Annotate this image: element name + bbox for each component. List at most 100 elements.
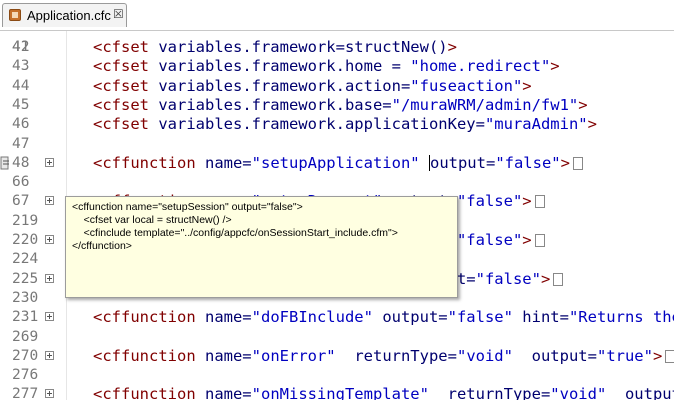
collapsed-block-icon[interactable]	[572, 156, 583, 170]
code-line[interactable]: 45 <cfset variables.framework.base="/mura…	[0, 96, 674, 115]
code-token: >	[652, 346, 663, 365]
code-line[interactable]: 46 <cfset variables.framework.application…	[0, 115, 674, 134]
code-line[interactable]: 66	[0, 173, 674, 192]
code-token: "doFBInclude"	[251, 308, 373, 327]
code-token: name=	[204, 385, 252, 400]
code-token: output=	[512, 346, 597, 365]
collapsed-block-icon[interactable]	[665, 349, 674, 363]
code-token: "onMissingTemplate"	[251, 385, 429, 400]
code-token: "onError"	[251, 346, 336, 365]
code-token: "false"	[447, 308, 513, 327]
code-line[interactable]: 230	[0, 289, 674, 308]
code-token: returnType=	[428, 385, 551, 400]
code-line[interactable]: 42<cfset variables.framework=structNew()…	[0, 38, 674, 57]
code-token: "home.redirect"	[410, 57, 551, 76]
code-token: "false"	[475, 269, 541, 288]
code-token: >	[578, 95, 588, 114]
code-text: <cffunction name="setupApplication" outp…	[93, 154, 583, 173]
code-token: name=	[204, 153, 252, 172]
code-token: "false"	[456, 231, 523, 249]
code-line[interactable]: 270 <cffunction name="onError" returnType…	[0, 347, 674, 366]
tooltip-line: <cffunction name="setupSession" output="…	[72, 201, 303, 213]
tab-application-cfc[interactable]: Application.cfc ☒	[2, 3, 127, 27]
code-line[interactable]: 231 <cffunction name="doFBInclude" output…	[0, 308, 674, 327]
code-token: "Returns the l	[568, 308, 674, 327]
line-number: 270	[12, 347, 39, 364]
code-token: output=	[429, 153, 496, 172]
line-number: 46	[12, 116, 30, 133]
code-token: "setupApplication"	[251, 153, 420, 172]
code-token: <cfset	[93, 76, 159, 95]
code-token: "false"	[495, 153, 561, 172]
code-token: >	[560, 153, 570, 172]
code-line[interactable]: 219	[0, 212, 674, 231]
line-number: 48	[12, 154, 30, 171]
fold-expand-icon[interactable]	[45, 157, 54, 167]
fold-expand-icon[interactable]	[45, 235, 54, 244]
code-token: variables.framework.home =	[158, 57, 411, 76]
tooltip-line: </cffunction>	[72, 240, 132, 252]
code-text: <cfset variables.framework.action="fusea…	[93, 77, 532, 96]
code-token: output=	[624, 385, 674, 400]
line-number: 230	[12, 289, 39, 306]
fold-expand-icon[interactable]	[45, 312, 54, 322]
partial-line: 41	[0, 31, 674, 55]
code-token: <cfset	[93, 57, 159, 76]
code-line[interactable]: 269	[0, 328, 674, 347]
line-number: 231	[12, 309, 39, 326]
tooltip-line: <cfset var local = structNew() />	[72, 214, 232, 226]
code-token: "fuseaction"	[410, 76, 523, 95]
code-text: <cffunction name="doFBInclude" output="f…	[93, 308, 674, 327]
close-icon[interactable]: ☒	[113, 7, 124, 21]
line-number: 276	[12, 367, 39, 384]
code-token: "false"	[456, 192, 523, 211]
code-text: <cfset variables.framework.applicationKe…	[93, 115, 597, 134]
code-token: >	[587, 115, 597, 134]
line-number: 269	[12, 328, 39, 345]
line-number: 44	[12, 77, 30, 94]
code-token: variables.framework.action=	[158, 76, 411, 95]
code-token: "void"	[456, 346, 513, 365]
tab-title: Application.cfc	[27, 8, 111, 23]
code-token: "true"	[596, 346, 653, 365]
line-number: 67	[12, 193, 30, 210]
fold-expand-icon[interactable]	[45, 350, 54, 360]
code-line[interactable]: 43 <cfset variables.framework.home = "hom…	[0, 57, 674, 76]
code-token	[420, 154, 429, 172]
code-line[interactable]: 47	[0, 135, 674, 154]
fold-expand-icon[interactable]	[45, 196, 54, 206]
code-token: <cfset	[93, 38, 159, 56]
current-line-marker-icon	[0, 156, 9, 170]
line-number: 277	[12, 386, 39, 400]
line-number: 43	[12, 58, 30, 75]
code-token: "muraAdmin"	[484, 115, 588, 134]
line-number: 47	[12, 135, 30, 152]
code-line[interactable]: 224	[0, 250, 674, 269]
code-token: <cfset	[93, 115, 159, 134]
line-number: 45	[12, 96, 30, 113]
code-token: <cffunction	[93, 385, 205, 400]
fold-expand-icon[interactable]	[45, 389, 54, 399]
collapsed-block-icon[interactable]	[553, 272, 564, 286]
code-line[interactable]: 277<cffunction name="onMissingTemplate" …	[0, 385, 674, 400]
code-token: hint=	[512, 308, 569, 327]
code-token: returnType=	[335, 346, 457, 365]
fold-expand-icon[interactable]	[45, 273, 54, 283]
code-text: <cfset variables.framework.base="/muraWR…	[93, 96, 588, 115]
collapsed-block-icon[interactable]	[534, 234, 545, 247]
collapsed-block-icon[interactable]	[534, 195, 545, 209]
line-number: 41	[12, 39, 30, 55]
code-text: <cffunction name="onError" returnType="v…	[93, 347, 674, 366]
code-token: name=	[204, 346, 252, 365]
line-number: 66	[12, 174, 30, 191]
code-token: >	[550, 57, 560, 76]
code-token: <cffunction	[93, 346, 205, 365]
code-token: name=	[204, 308, 252, 327]
code-text: <cfset variables.framework=structNew()>	[93, 38, 457, 57]
code-token: >	[447, 38, 457, 56]
code-line[interactable]: 44 <cfset variables.framework.action="fus…	[0, 77, 674, 96]
code-token: output=	[372, 308, 448, 327]
code-line[interactable]: 48 <cffunction name="setupApplication" ou…	[0, 154, 674, 173]
code-line[interactable]: 276	[0, 366, 674, 385]
tooltip-line: <cfinclude template="../config/appcfc/on…	[72, 227, 398, 239]
